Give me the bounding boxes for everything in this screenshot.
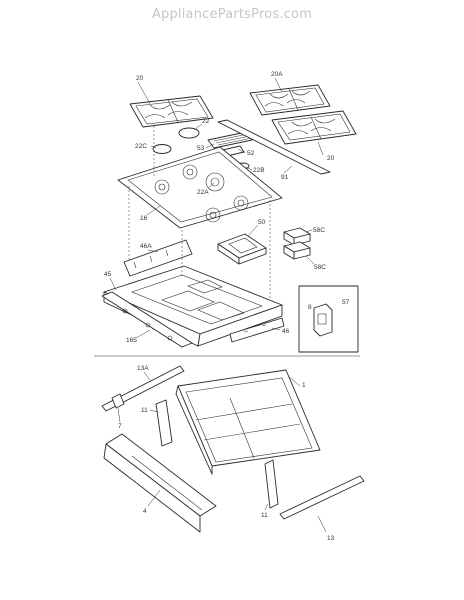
callout-50: 50 [258,219,266,226]
grate-center-right[interactable] [249,84,331,116]
callout-58c-bottom: 58C [314,264,326,271]
burner-cap-22c[interactable] [152,144,172,154]
simmer-box-50[interactable] [217,233,267,265]
callout-1: 1 [302,382,306,389]
grate-right[interactable] [271,110,357,145]
callout-20-right: 20 [327,155,335,162]
callout-11-left: 11 [141,407,148,414]
drawer-bracket-11-left[interactable] [155,399,173,447]
callout-11-right: 11 [261,512,268,519]
spacer-58c-top[interactable] [283,227,311,246]
drawer-bracket-11-right[interactable] [264,459,279,509]
callout-45: 45 [104,271,112,278]
watermark-text: AppliancePartsPros.com [151,7,313,22]
callout-13a: 13A [137,365,149,372]
burner-cap-22[interactable] [178,127,200,139]
callout-22a: 22A [197,189,209,196]
drawer-glide-7[interactable] [111,393,125,409]
callout-58c-top: 58C [313,227,325,234]
callout-165: 165 [126,337,137,344]
callout-46: 46 [282,328,290,335]
trim-strip-91[interactable] [217,119,331,175]
burner-box-46a[interactable] [123,239,193,277]
callout-53: 53 [197,145,205,152]
callout-20a: 20A [271,71,283,78]
front-manifold-165[interactable] [101,291,193,348]
cooktop-16[interactable] [117,146,283,229]
callout-22c: 22C [135,143,147,150]
callout-8: 8 [308,304,312,311]
drawer-slide-13[interactable] [279,475,365,520]
callout-22: 22 [202,118,210,125]
callout-46a: 46A [140,243,152,250]
spacer-58c-bottom[interactable] [283,241,311,260]
callout-91: 91 [281,174,289,181]
drawer-body-1[interactable] [175,369,321,475]
callout-20-left: 20 [136,75,144,82]
callout-7: 7 [118,423,122,430]
callout-22b: 22B [253,167,265,174]
drawer-front-4[interactable] [103,433,217,533]
switch-bracket-57[interactable] [313,303,333,337]
callout-4: 4 [143,508,147,515]
grate-left[interactable] [129,95,214,128]
side-panel-46[interactable] [229,317,285,343]
callout-16: 16 [140,215,148,222]
callout-52: 52 [247,150,255,157]
callout-13: 13 [327,535,335,542]
callout-57: 57 [342,299,350,306]
